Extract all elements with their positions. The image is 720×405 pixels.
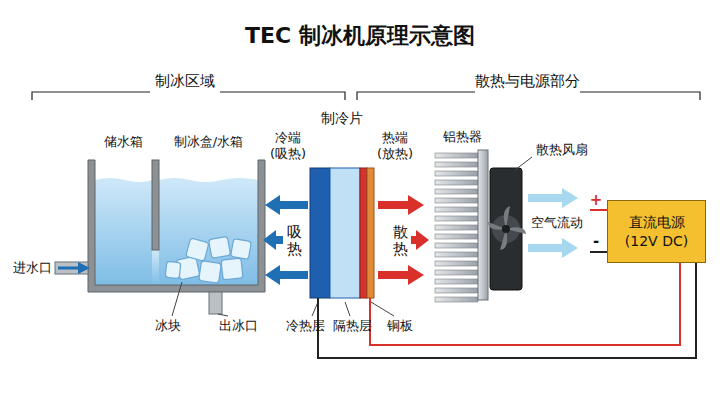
inlet-label: 进水口 bbox=[13, 260, 52, 276]
heat-sink-fin bbox=[435, 288, 478, 293]
heat-sink-fin bbox=[435, 153, 478, 158]
tec-module-node: 制冷片 bbox=[310, 168, 374, 298]
heat-sink-fin bbox=[435, 243, 478, 248]
fan-label: 散热风扇 bbox=[536, 142, 588, 158]
cold-layer-label: 冷热层 bbox=[286, 318, 325, 334]
section-bracket bbox=[32, 92, 700, 100]
air-flow-label: 空气流动 bbox=[531, 215, 583, 231]
heat-sink-fin bbox=[435, 198, 478, 203]
heat-sink-fin bbox=[435, 279, 478, 284]
tank-compartment: 储水箱 bbox=[95, 167, 152, 285]
heat-sink-fin bbox=[435, 207, 478, 212]
tec-module bbox=[310, 168, 374, 298]
node-label: 直流电源 (12V DC) bbox=[616, 213, 698, 249]
heat-sink-fin bbox=[435, 234, 478, 239]
heat-sink-fin bbox=[435, 297, 478, 302]
heat-sink-fin bbox=[435, 270, 478, 275]
water-tank bbox=[55, 160, 265, 314]
heat-sink-fin bbox=[435, 225, 478, 230]
positive-terminal bbox=[590, 209, 607, 211]
node-label: 制冷片 bbox=[270, 110, 414, 128]
power-wire bbox=[318, 263, 696, 358]
heat-absorb-arrow bbox=[263, 195, 308, 285]
cooling-fan bbox=[488, 168, 526, 290]
heat-sink-fin bbox=[435, 252, 478, 257]
node-label: 储水箱 bbox=[55, 133, 192, 151]
section-title: 散热与电源部分 bbox=[475, 72, 580, 90]
heat-sink-fin bbox=[435, 189, 478, 194]
copper-plate-label: 铜板 bbox=[387, 318, 413, 334]
power-wire bbox=[370, 263, 680, 345]
polarity-mark: + bbox=[590, 191, 603, 209]
heat-release-text: 散热 bbox=[393, 224, 408, 257]
section-title: 制冰区域 bbox=[155, 72, 215, 90]
heat-release-arrow bbox=[378, 195, 429, 285]
heat-sink bbox=[435, 150, 488, 302]
heat-sink-label: 铝热器 bbox=[443, 129, 482, 145]
insulation-label: 隔热层 bbox=[333, 318, 372, 334]
heat-sink-fin bbox=[435, 261, 478, 266]
heat-sink-fin bbox=[435, 180, 478, 185]
ice-cube bbox=[165, 236, 251, 283]
heat-sink-fin bbox=[435, 171, 478, 176]
diagram-title: TEC 制冰机原理示意图 bbox=[245, 23, 475, 49]
cold-side-label: 冷端 (吸热) bbox=[266, 130, 310, 161]
leader-line bbox=[172, 157, 532, 316]
polarity-mark: - bbox=[593, 232, 599, 250]
heat-absorb-text: 吸热 bbox=[287, 224, 302, 257]
heat-sink-fin bbox=[435, 216, 478, 221]
outlet-label: 出冰口 bbox=[219, 318, 258, 334]
negative-terminal bbox=[590, 251, 607, 253]
ice-label: 冰块 bbox=[155, 318, 181, 334]
ice-box-compartment: 制冰盒/水箱 bbox=[159, 167, 258, 285]
power-supply-box: 直流电源 (12V DC) bbox=[607, 200, 706, 263]
heat-sink-fin bbox=[435, 162, 478, 167]
hot-side-label: 热端 (放热) bbox=[373, 130, 417, 161]
